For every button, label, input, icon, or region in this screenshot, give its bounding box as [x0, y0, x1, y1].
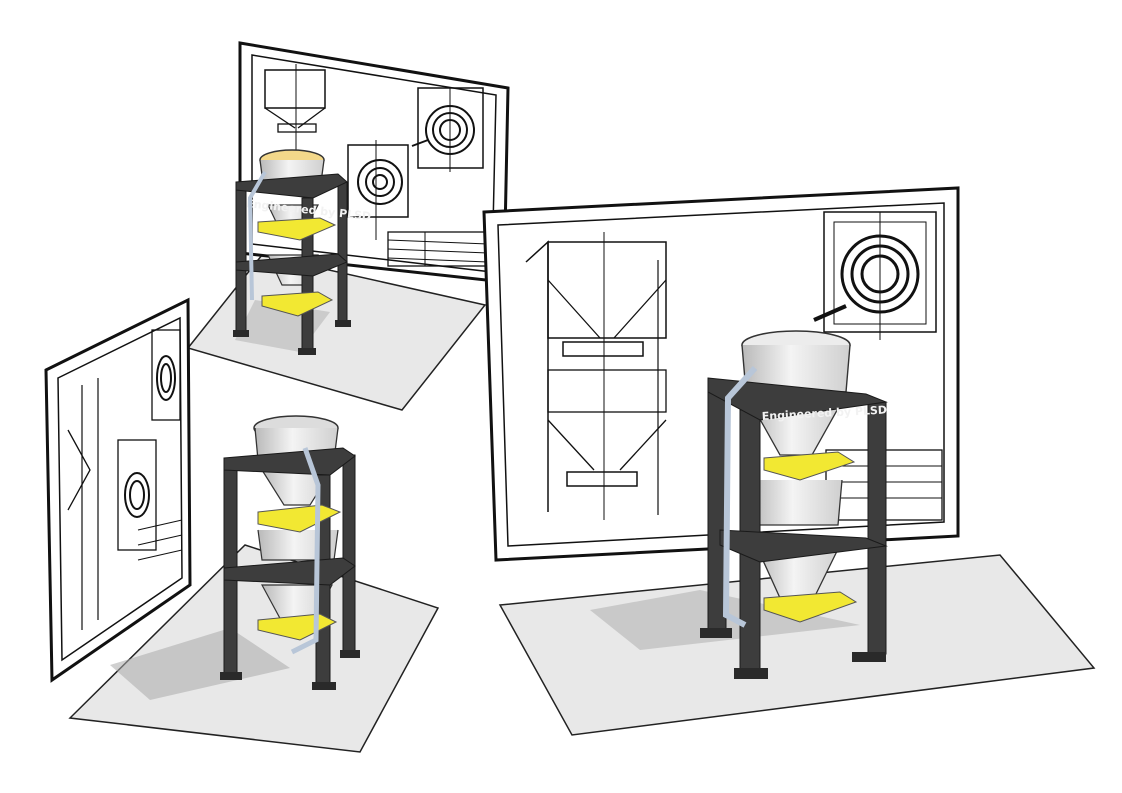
support-ring: [261, 291, 334, 317]
view-right: Engineered by PLSD: [482, 186, 1096, 736]
view-bottom-left: [44, 297, 440, 753]
ground-shadow: [110, 628, 290, 700]
ground-plate: [186, 254, 487, 411]
discharge-pipe: [247, 171, 267, 301]
discharge-pipe: [722, 365, 758, 628]
hopper-assembly: [220, 415, 360, 690]
support-ring: [257, 217, 337, 241]
support-ring: [763, 451, 856, 481]
discharge-pipe: [290, 447, 321, 655]
support-ring: [763, 591, 858, 623]
view-top-left: Engineered by PLSD: [186, 41, 510, 411]
hopper-assembly: Engineered by PLSD: [233, 149, 372, 355]
drawing-board: [44, 297, 192, 683]
